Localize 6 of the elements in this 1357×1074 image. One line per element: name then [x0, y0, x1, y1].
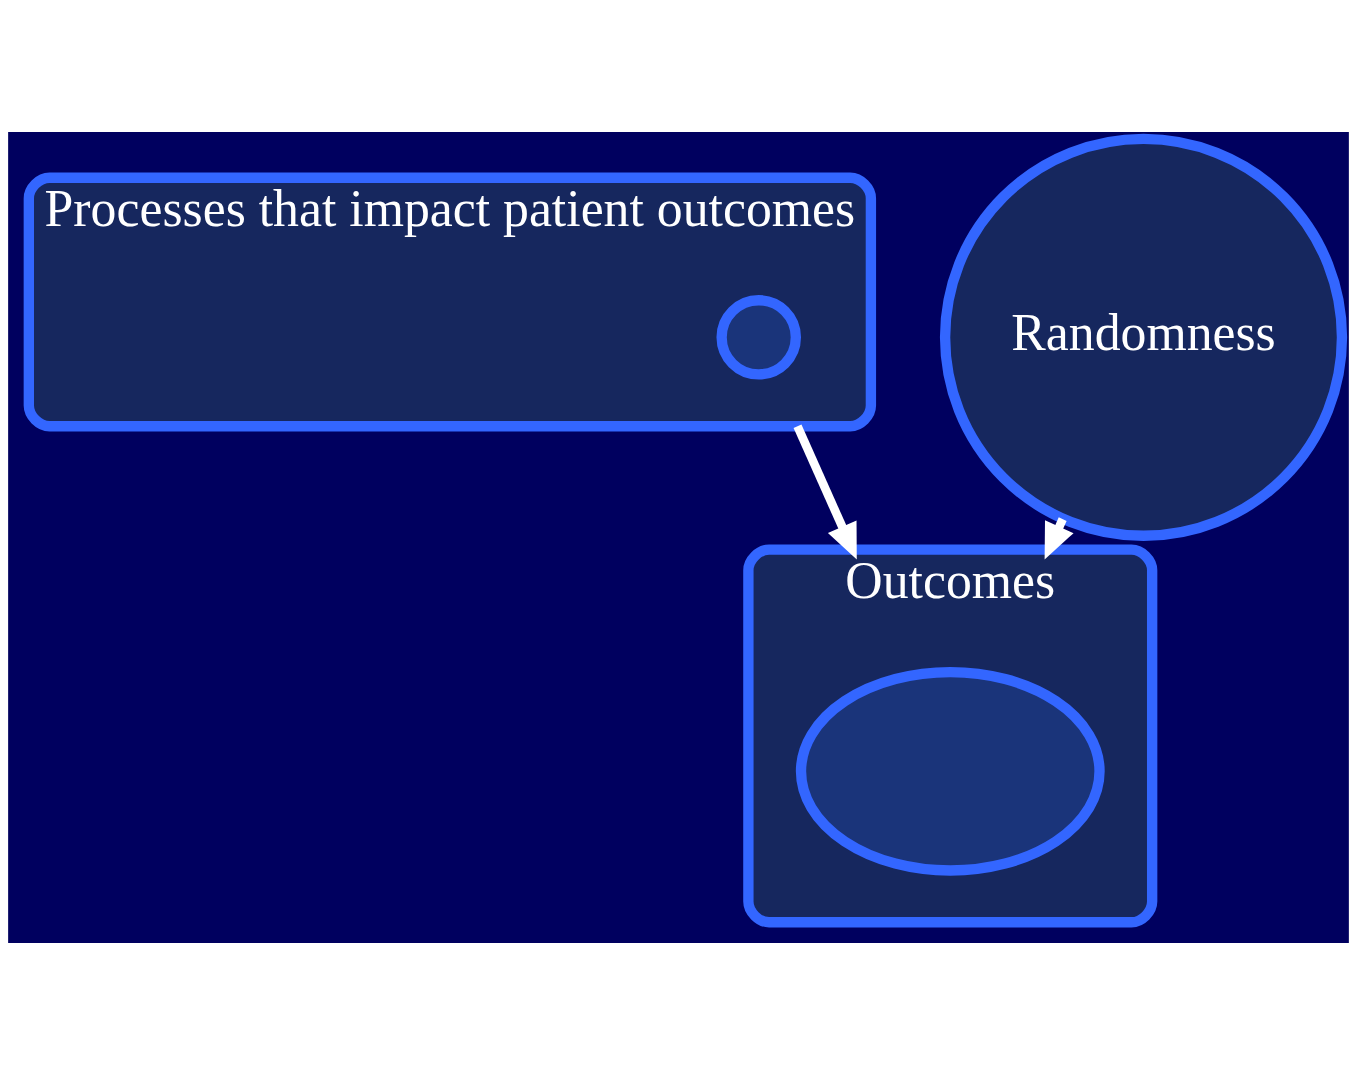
cluster: Processes that impact patient outcomes — [23, 172, 877, 431]
cluster: Outcomes — [743, 543, 1158, 927]
node-circle: Randomness — [939, 133, 1348, 541]
node-circle — [716, 294, 801, 380]
arrow — [793, 423, 857, 559]
node-ellipse — [795, 666, 1105, 876]
